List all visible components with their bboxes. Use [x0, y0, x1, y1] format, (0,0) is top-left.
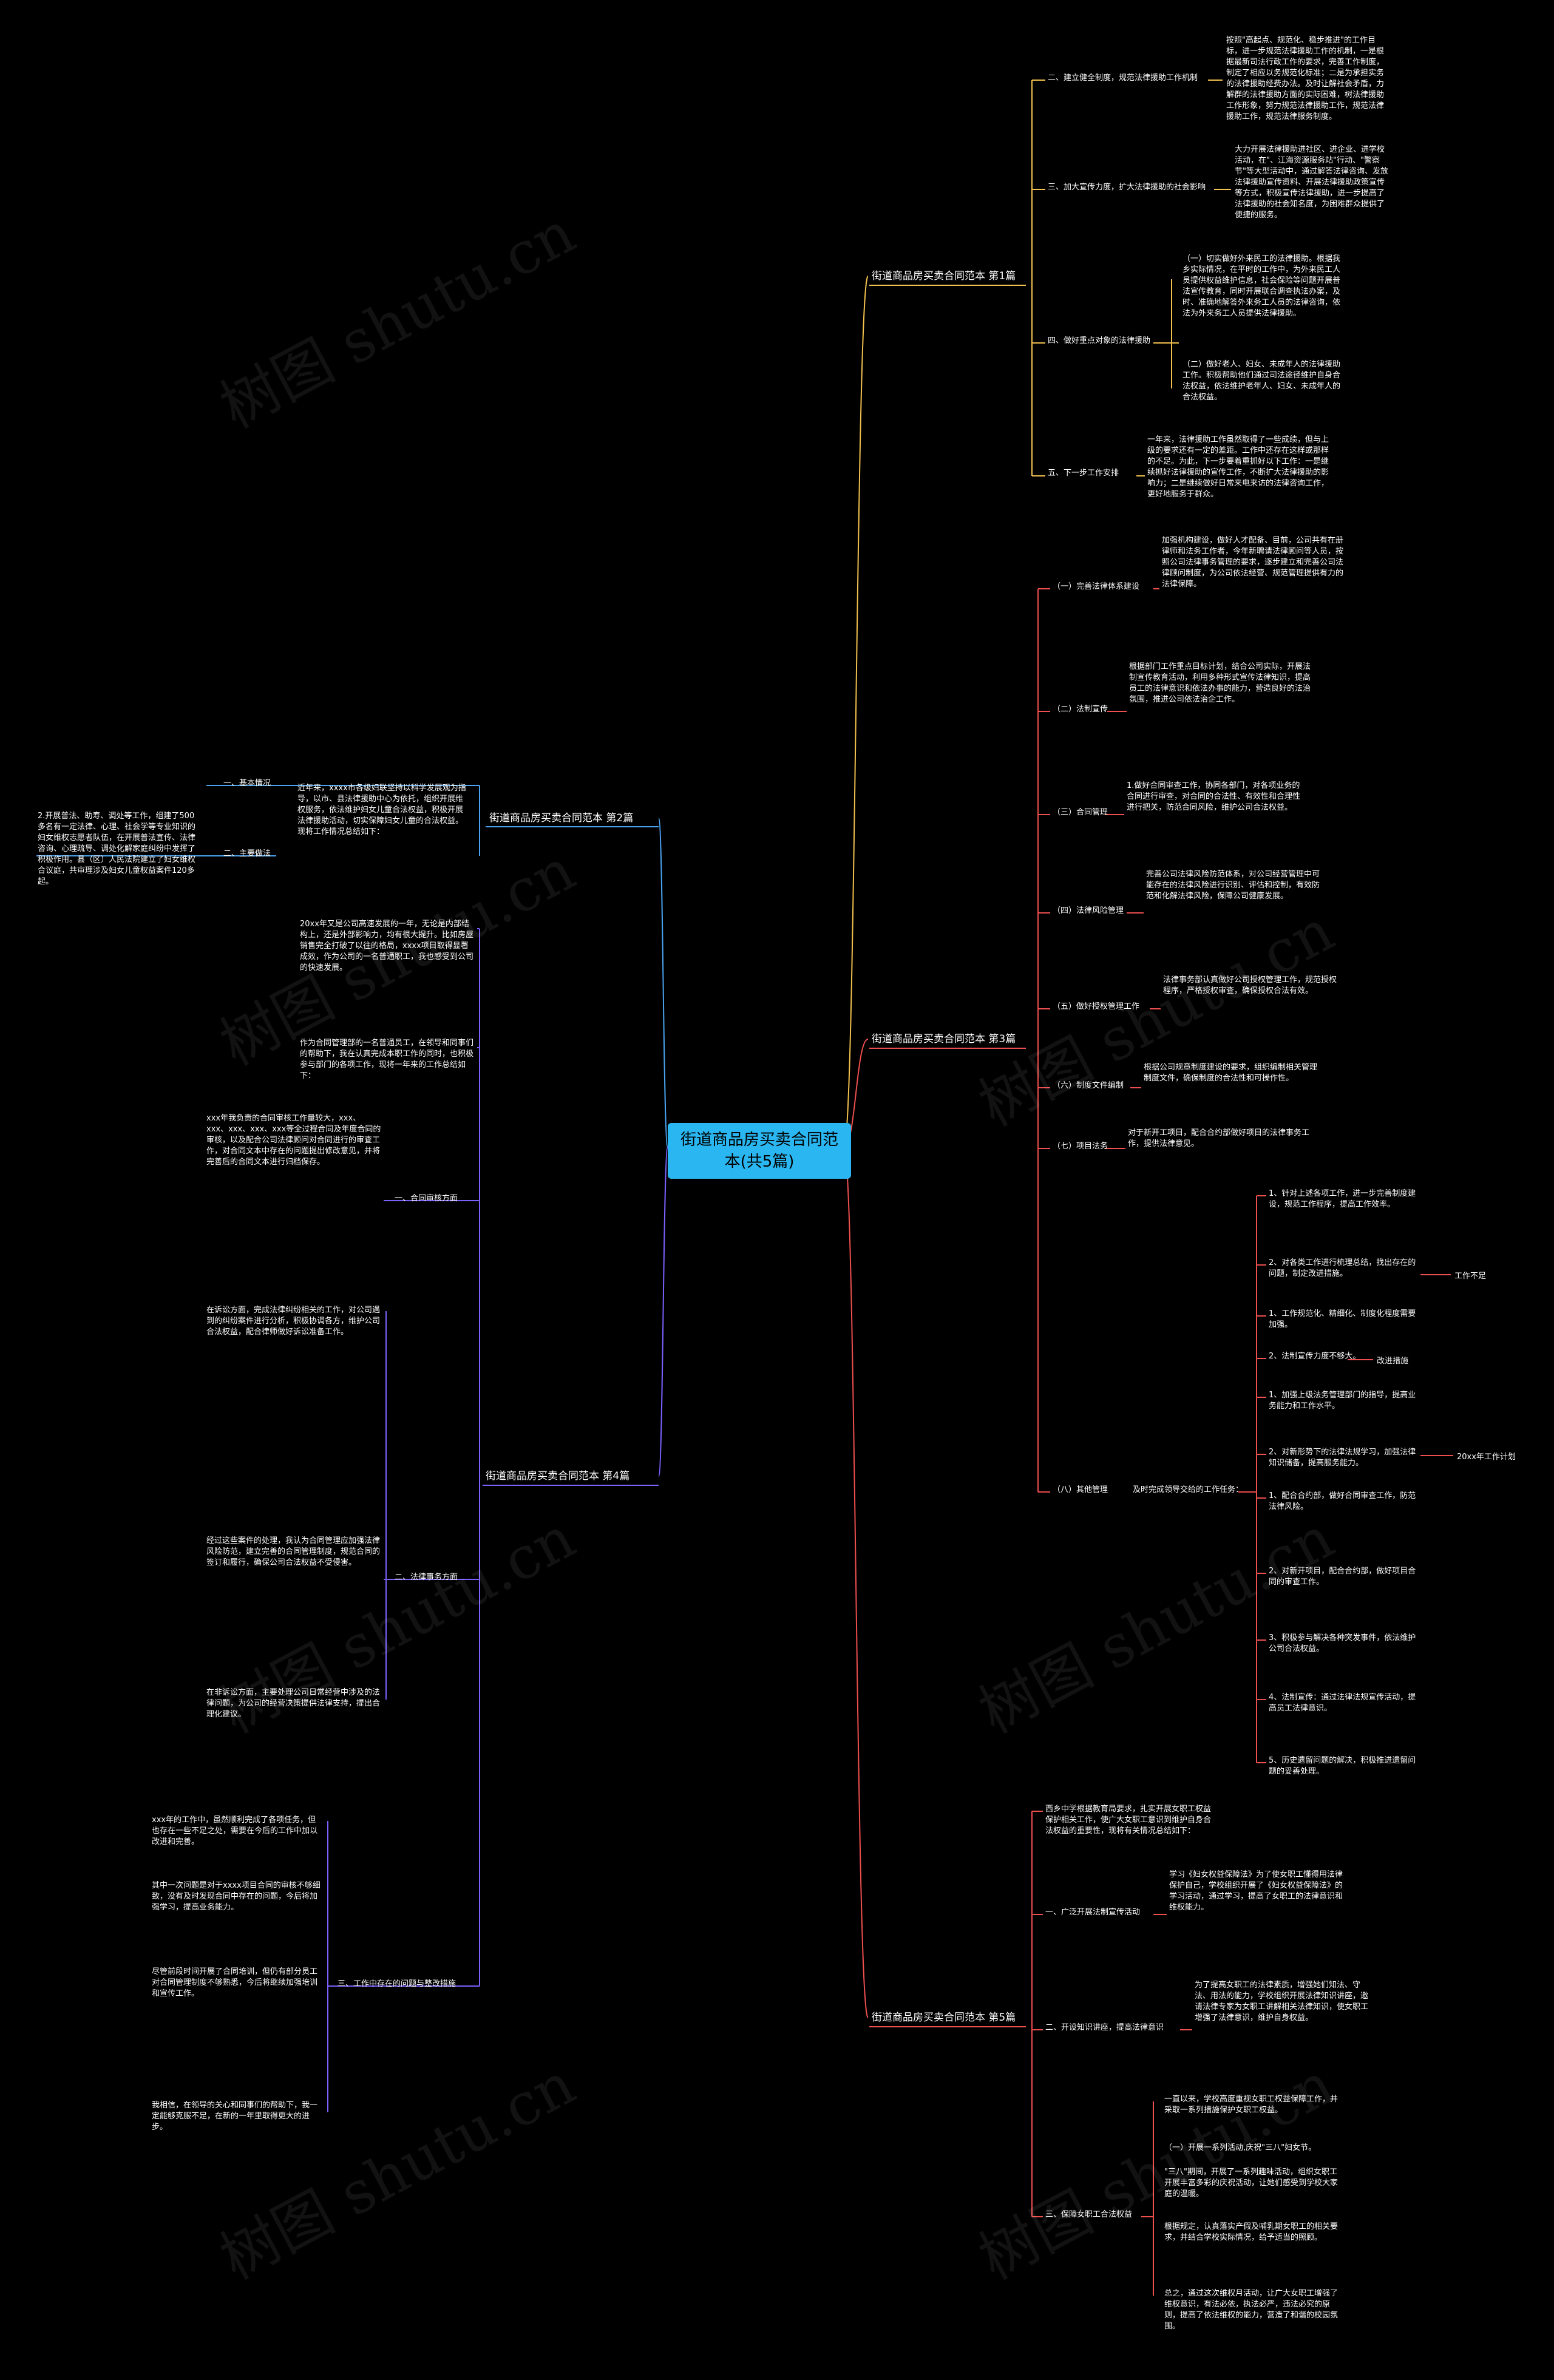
b4-s3-text3: 尽管前段时间开展了合同培训，但仍有部分员工对合同管理制度不够熟悉，今后将继续加强…: [152, 1967, 318, 1998]
b3-s2-text: 根据部门工作重点目标计划，结合公司实际，开展法制宣传教育活动，利用多种形式宣传法…: [1129, 662, 1311, 704]
root-node[interactable]: 街道商品房买卖合同范本(共5篇): [668, 1123, 851, 1179]
b3-s7-text: 对于新开工项目，配合合约部做好项目的法律事务工作，提供法律意见。: [1128, 1128, 1310, 1148]
b3-s6[interactable]: （六）制度文件编制: [1053, 1081, 1124, 1090]
b3-s7[interactable]: （七）项目法务: [1053, 1142, 1108, 1151]
b3-s6-text: 根据公司规章制度建设的要求，组织编制相关管理制度文件，确保制度的合法性和可操作性…: [1144, 1063, 1318, 1083]
b4-s3-text4: 我相信，在领导的关心和同事们的帮助下，我一定能够克服不足，在新的一年里取得更大的…: [152, 2101, 318, 2132]
b5-s2-text: 为了提高女职工的法律素质，增强她们知法、守法、用法的能力，学校组织开展法律知识讲…: [1195, 1981, 1369, 2022]
b4-s3-text1: xxx年的工作中，虽然顺利完成了各项任务，但也存在一些不足之处，需要在今后的工作…: [152, 1816, 318, 1846]
b3-s2[interactable]: （二）法制宣传: [1053, 705, 1108, 714]
b5-s2[interactable]: 二、开设知识讲座，提高法律意识: [1045, 2023, 1164, 2032]
b1-s2-text: 大力开展法律援助进社区、进企业、进学校活动，在"、江海资源服务站"行动、"警察节…: [1235, 145, 1388, 220]
b5-intro: 西乡中学根据教育局要求，扎实开展女职工权益保护相关工作，使广大女职工意识到维护自…: [1045, 1805, 1212, 1836]
b3-s4[interactable]: （四）法律风险管理: [1053, 906, 1124, 915]
connector: [658, 1147, 668, 1477]
b3-s8-item: 1、加强上级法务管理部门的指导，提高业务能力和工作水平。: [1269, 1391, 1416, 1411]
b3-s5[interactable]: （五）做好授权管理工作: [1053, 1002, 1140, 1011]
b3-s8-item: 1、配合合约部，做好合同审查工作，防范法律风险。: [1269, 1491, 1416, 1511]
b4-para-2: 作为合同管理部的一名普通员工，在领导和同事们的帮助下，我在认真完成本职工作的同时…: [300, 1039, 474, 1080]
b4-para-1: 20xx年又是公司高速发展的一年，无论是内部结构上，还是外部影响力，均有很大提升…: [300, 920, 474, 972]
b3-s8-item: 2、对新形势下的法律法规学习，加强法律知识储备，提高服务能力。: [1269, 1448, 1416, 1468]
b1-s4-text: 一年来，法律援助工作虽然取得了一些成绩，但与上级的要求还有一定的差距。工作中还存…: [1147, 435, 1329, 499]
b4-s3-text2: 其中一次问题是对于xxxx项目合同的审核不够细致，没有及时发现合同中存在的问题，…: [152, 1881, 321, 1912]
b4-s2-text1: 在诉讼方面，完成法律纠纷相关的工作，对公司遇到的纠纷案件进行分析，积极协调各方，…: [206, 1306, 381, 1337]
b2-s2[interactable]: 二、主要做法: [223, 849, 271, 858]
b3-s1-text: 加强机构建设，做好人才配备、目前，公司共有在册律师和法务工作者，今年新聘请法律顾…: [1162, 536, 1344, 589]
b1-s1[interactable]: 二、建立健全制度，规范法律援助工作机制: [1048, 73, 1198, 83]
branch-1-label[interactable]: 街道商品房买卖合同范本 第1篇: [872, 270, 1016, 282]
b3-s3-text: 1.做好合同审查工作，协同各部门，对各项业务的合同进行审查，对合同的合法性、有效…: [1127, 781, 1301, 812]
b3-s8-tag: 工作不足: [1454, 1272, 1487, 1281]
b3-s8-item: 1、工作规范化、精细化、制度化程度需要加强。: [1269, 1309, 1416, 1329]
branch-2-label[interactable]: 街道商品房买卖合同范本 第2篇: [489, 812, 634, 824]
b4-s2-text3: 在非诉讼方面，主要处理公司日常经营中涉及的法律问题，为公司的经营决策提供法律支持…: [206, 1688, 381, 1719]
b3-s8-tag: 改进措施: [1377, 1357, 1409, 1366]
b2-intro: 近年来，xxxx市各级妇联坚持以科学发展观为指导，以市、县法律援助中心为依托，组…: [297, 784, 466, 836]
b5-s1-text: 学习《妇女权益保障法》为了使女职工懂得用法律保护自己，学校组织开展了《妇女权益保…: [1169, 1870, 1343, 1912]
b3-s8-item: 5、历史遗留问题的解决，积极推进遗留问题的妥善处理。: [1269, 1756, 1416, 1776]
b5-s3-c: "三八"期间，开展了一系列趣味活动，组织女职工开展丰富多彩的庆祝活动，让她们感受…: [1164, 2168, 1339, 2199]
b1-s3[interactable]: 四、做好重点对象的法律援助: [1048, 336, 1151, 345]
b5-s3-e: 总之，通过这次维权月活动，让广大女职工增强了维权意识，有法必依，执法必严，违法必…: [1164, 2289, 1339, 2331]
b3-s8[interactable]: （八）其他管理: [1053, 1485, 1108, 1494]
connector: [658, 818, 668, 1148]
b3-s8-item: 2、对各类工作进行梳理总结，找出存在的问题，制定改进措施。: [1269, 1258, 1416, 1278]
b4-s2-text2: 经过这些案件的处理，我认为合同管理应加强法律风险防范，建立完善的合同管理制度，规…: [206, 1536, 381, 1567]
branch-4-label[interactable]: 街道商品房买卖合同范本 第4篇: [486, 1470, 630, 1482]
b1-s2[interactable]: 三、加大宣传力度，扩大法律援助的社会影响: [1048, 183, 1206, 192]
b3-s1[interactable]: （一）完善法律体系建设: [1053, 582, 1140, 591]
b3-s8-tag: 20xx年工作计划: [1457, 1453, 1516, 1462]
b4-s2[interactable]: 二、法律事务方面: [395, 1573, 458, 1582]
connector: [843, 276, 869, 1148]
b3-s3[interactable]: （三）合同管理: [1053, 808, 1108, 817]
b3-s8-lead: 及时完成领导交给的工作任务：: [1133, 1485, 1244, 1494]
b3-s8-item: 3、积极参与解决各种突发事件，依法维护公司合法权益。: [1269, 1633, 1416, 1653]
b1-s3-text2: （二）做好老人、妇女、未成年人的法律援助工作。积极帮助他们通过司法途径维护自身合…: [1182, 360, 1341, 402]
b5-s3-a: 一直以来，学校高度重视女职工权益保障工作，并采取一系列措施保护女职工权益。: [1164, 2095, 1339, 2115]
b4-s1[interactable]: 一、合同审核方面: [395, 1194, 458, 1203]
b3-s4-text: 完善公司法律风险防范体系，对公司经营管理中可能存在的法律风险进行识别、评估和控制…: [1146, 870, 1320, 901]
b3-s8-item: 2、对新开项目，配合合约部，做好项目合同的审查工作。: [1269, 1567, 1416, 1587]
b4-s1-text: xxx年我负责的合同审核工作量较大，xxx、xxx、xxx、xxx、xxx等全过…: [206, 1114, 381, 1167]
b3-s5-text: 法律事务部认真做好公司授权管理工作，规范授权程序，严格授权审查，确保授权合法有效…: [1163, 975, 1337, 995]
b2-s1[interactable]: 一、基本情况: [223, 779, 271, 788]
b1-s3-text1: （一）切实做好外来民工的法律援助。根据我乡实际情况，在平时的工作中，为外来民工人…: [1182, 254, 1341, 318]
b1-s4[interactable]: 五、下一步工作安排: [1048, 469, 1119, 478]
b3-s8-item: 2、法制宣传力度不够大。: [1269, 1352, 1361, 1361]
b5-s3[interactable]: 三、保障女职工合法权益: [1045, 2210, 1133, 2219]
b1-s1-text: 按照"高起点、规范化、稳步推进"的工作目标，进一步规范法律援助工作的机制，一是根…: [1226, 36, 1385, 121]
b5-s3-b: （一）开展一系列活动,庆祝"三八"妇女节。: [1164, 2143, 1317, 2152]
b3-s8-item: 4、法制宣传：通过法律法规宣传活动，提高员工法律意识。: [1269, 1693, 1416, 1713]
b5-s1[interactable]: 一、广泛开展法制宣传活动: [1045, 1908, 1141, 1917]
b3-s8-item: 1、针对上述各项工作，进一步完善制度建设，规范工作程序，提高工作效率。: [1269, 1189, 1416, 1209]
branch-5-label[interactable]: 街道商品房买卖合同范本 第5篇: [872, 2012, 1016, 2024]
b2-s2-text: 2.开展普法、助寿、调处等工作，组建了500多名有一定法律、心理、社会学等专业知…: [38, 812, 196, 886]
connector: [843, 1147, 869, 2018]
b5-s3-d: 根据规定，认真落实产假及哺乳期女职工的相关要求，并结合学校实际情况，给予适当的照…: [1164, 2222, 1339, 2242]
branch-3-label[interactable]: 街道商品房买卖合同范本 第3篇: [872, 1033, 1016, 1045]
b4-s3[interactable]: 三、工作中存在的问题与整改措施: [338, 1979, 456, 1988]
